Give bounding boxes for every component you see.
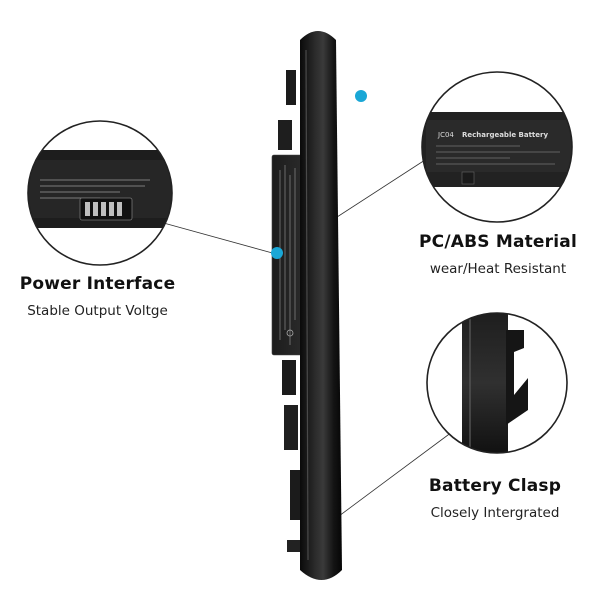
- battery-clasp-title: Battery Clasp: [428, 476, 562, 496]
- power-interface-title: Power Interface: [19, 274, 176, 294]
- power-interface-subtitle: Stable Output Voltge: [27, 303, 168, 319]
- leader-line-power: [159, 221, 277, 255]
- battery-clasp-zoom: [426, 312, 568, 454]
- material-title: PC/ABS Material: [419, 232, 577, 252]
- power-interface-caption: Power Interface Stable Output Voltge: [10, 274, 185, 319]
- battery-product-image: [271, 31, 342, 580]
- connector-indicator-dot: [271, 247, 283, 259]
- battery-clasp-caption: Battery Clasp Closely Intergrated: [420, 476, 570, 521]
- material-caption: PC/ABS Material wear/Heat Resistant: [408, 232, 588, 277]
- label-model-code: JC04: [437, 131, 454, 139]
- material-label-zoom: JC04 Rechargeable Battery: [421, 71, 573, 223]
- connector-pins-icon: [79, 197, 133, 221]
- label-heading: Rechargeable Battery: [462, 131, 548, 139]
- accent-dot-icon: [355, 90, 367, 102]
- power-interface-zoom: [27, 120, 173, 266]
- battery-clasp-subtitle: Closely Intergrated: [430, 505, 560, 521]
- material-subtitle: wear/Heat Resistant: [429, 261, 567, 277]
